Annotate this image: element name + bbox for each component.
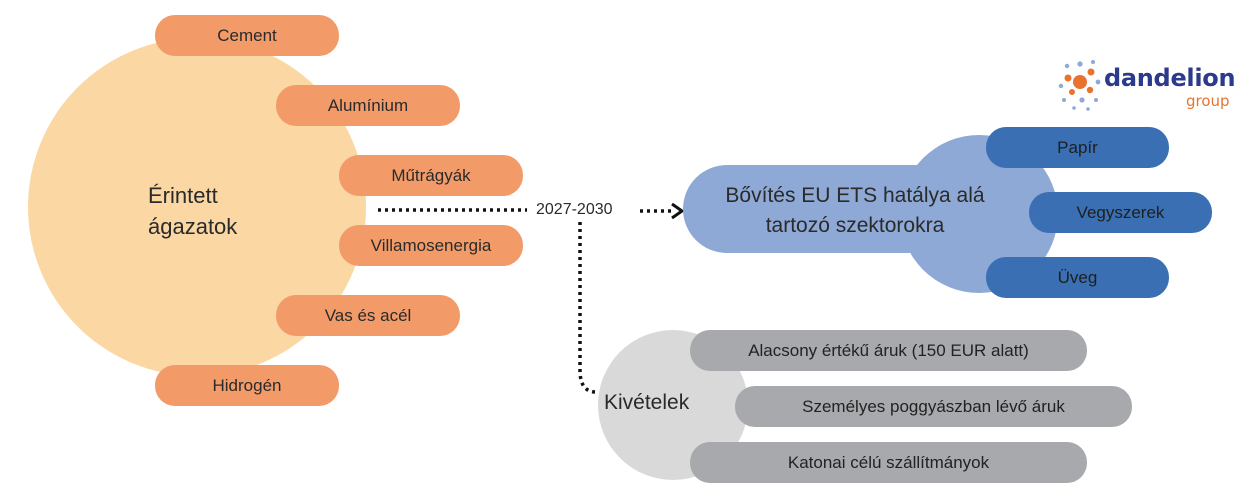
sector-fertilizers: Műtrágyák <box>339 155 523 196</box>
timeline-label: 2027-2030 <box>536 201 613 218</box>
logo-subtext: group <box>1186 92 1230 110</box>
dandelion-logo-icon <box>1058 60 1101 111</box>
connector-label-to-exceptions <box>578 222 597 394</box>
exception-item-low-value: Alacsony értékű áruk (150 EUR alatt) <box>690 330 1087 371</box>
extension-item-glass: Üveg <box>986 257 1169 298</box>
sector-electricity: Villamosenergia <box>339 225 523 266</box>
extension-item-chemicals: Vegyszerek <box>1029 192 1212 233</box>
arrowhead-icon <box>671 202 685 220</box>
exception-item-military: Katonai célú szállítmányok <box>690 442 1087 483</box>
extension-title: Bővítés EU ETS hatálya alá tartozó szekt… <box>725 184 985 237</box>
extension-item-paper: Papír <box>986 127 1169 168</box>
affected-sectors-title: Érintett ágazatok <box>148 183 238 239</box>
dandelion-group-logo: dandelion group <box>1058 58 1238 114</box>
exception-item-personal-luggage: Személyes poggyászban lévő áruk <box>735 386 1132 427</box>
sector-cement: Cement <box>155 15 339 56</box>
sector-hydrogen: Hidrogén <box>155 365 339 406</box>
sector-aluminium: Alumínium <box>276 85 460 126</box>
sector-iron-steel: Vas és acél <box>276 295 460 336</box>
extension-pill <box>683 165 983 253</box>
logo-text: dandelion <box>1104 64 1236 92</box>
exceptions-title: Kivételek <box>604 391 690 414</box>
